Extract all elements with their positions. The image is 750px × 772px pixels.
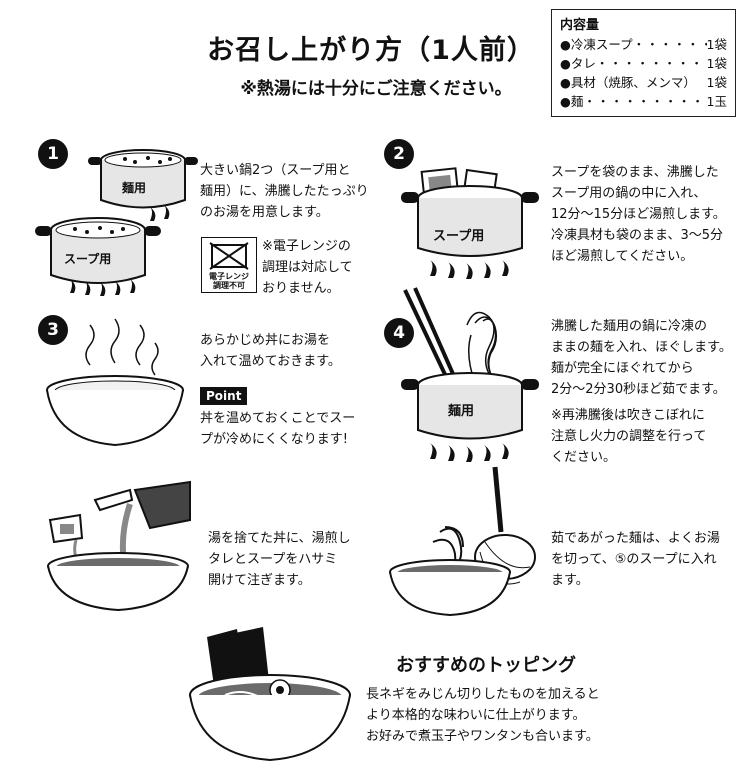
flame-icon: [430, 260, 509, 279]
contents-box: 内容量 ●冷凍スープ・・・・・・・・1袋 ●タレ・・・・・・・・・・・・・・1袋…: [551, 9, 736, 117]
contents-item: ●麺・・・・・・・・・・・・・・・・1玉: [560, 92, 727, 111]
sauce-packet-icon: [50, 482, 190, 542]
contents-item-qty: 1袋: [707, 35, 727, 54]
contents-title: 内容量: [560, 16, 727, 35]
step-1-text: 大きい鍋2つ（スープ用と麺用）に、沸騰したたっぷりのお湯を用意します。: [200, 160, 369, 223]
noodle-pot-label: 麺用: [122, 178, 146, 199]
contents-item-qty: 1袋: [707, 73, 727, 92]
page-subtitle: ※熱湯には十分にご注意ください。: [226, 74, 526, 99]
noodle-pot-label: 麺用: [448, 401, 474, 422]
contents-item-dots: ・・・・・・・・・・・・・・: [596, 54, 707, 73]
contents-item: ●タレ・・・・・・・・・・・・・・1袋: [560, 54, 727, 73]
page-title: お召し上がり方（1人前）: [206, 28, 536, 67]
contents-item-name: ●タレ: [560, 54, 596, 73]
contents-item-dots: [696, 73, 707, 92]
chopsticks-icon: [405, 288, 457, 385]
point-badge: Point: [200, 387, 247, 405]
soup-pot-label: スープ用: [433, 226, 484, 247]
contents-item-dots: ・・・・・・・・・・・・・・・・: [583, 92, 706, 111]
contents-item: ●具材（焼豚、メンマ） 1袋: [560, 73, 727, 92]
contents-item-name: ●冷凍スープ: [560, 35, 633, 54]
step-4-note: ※再沸騰後は吹きこぼれに注意し火力の調整を行ってください。: [551, 405, 706, 468]
step-3-bowl-illustration: [40, 315, 190, 455]
contents-item-name: ●具材（焼豚、メンマ）: [560, 73, 696, 92]
microwave-label: 電子レンジ: [202, 272, 256, 281]
contents-item: ●冷凍スープ・・・・・・・・1袋: [560, 35, 727, 54]
step-4-pot-illustration: [395, 285, 545, 465]
contents-item-name: ●麺: [560, 92, 583, 111]
topping-title: おすすめのトッピング: [396, 651, 576, 677]
topping-text: 長ネギをみじん切りしたものを加えるとより本格的な味わいに仕上がります。お好みで煮…: [366, 684, 600, 747]
step-3-point-text: 丼を温めておくことでスープが冷めにくくなります!: [200, 408, 355, 450]
step-1-note: ※電子レンジの調理は対応しておりません。: [262, 236, 353, 299]
soup-pot-label: スープ用: [64, 249, 111, 270]
step-3-text: あらかじめ丼にお湯を入れて温めておきます。: [200, 330, 341, 372]
contents-item-qty: 1玉: [707, 92, 727, 111]
flame-icon: [430, 443, 509, 462]
ramen-bowl-illustration: [185, 625, 355, 765]
step-5-text: 湯を捨てた丼に、湯煎しタレとスープをハサミ開けて注ぎます。: [208, 528, 351, 591]
contents-item-dots: ・・・・・・・・: [633, 35, 707, 54]
step-5-pour-illustration: [40, 470, 200, 610]
step-1-pots-illustration: [30, 135, 210, 305]
no-microwave-icon: 電子レンジ 調理不可: [201, 237, 257, 293]
microwave-label: 調理不可: [202, 281, 256, 290]
steam-icon: [86, 319, 158, 375]
step-2-text: スープを袋のまま、沸騰したスープ用の鍋の中に入れ、12分～15分ほど湯煎します。…: [551, 162, 726, 267]
step-2-pot-illustration: [395, 160, 545, 290]
step-6-text: 茹であがった麺は、よくお湯を切って、⑤のスープに入れます。: [551, 528, 720, 591]
step-6-strainer-illustration: [385, 462, 545, 622]
contents-item-qty: 1袋: [707, 54, 727, 73]
